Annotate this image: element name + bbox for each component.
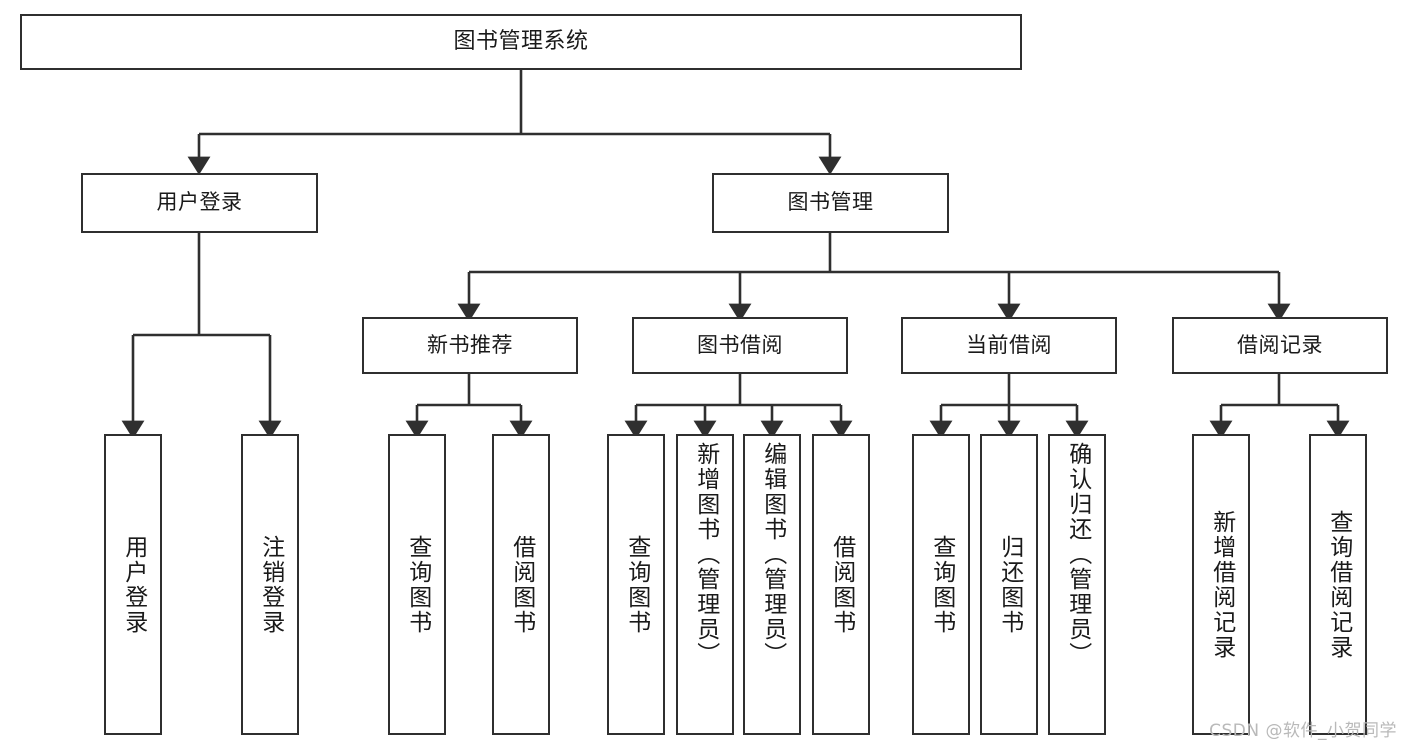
node-label: 编辑图书（管理员） [759, 442, 786, 667]
node-label: 确认归还（管理员） [1064, 442, 1091, 667]
node-new-book-recommend[interactable]: 新书推荐 [362, 317, 578, 374]
leaf-query-book-borrow[interactable]: 查询图书 [607, 434, 665, 735]
node-label: 注销登录 [257, 534, 284, 635]
leaf-borrow-book-recommend[interactable]: 借阅图书 [492, 434, 550, 735]
node-label: 当前借阅 [966, 332, 1052, 357]
leaf-borrow-book[interactable]: 借阅图书 [812, 434, 870, 735]
node-label: 查询图书 [404, 534, 431, 635]
leaf-query-book-current[interactable]: 查询图书 [912, 434, 970, 735]
leaf-confirm-return[interactable]: 确认归还（管理员） [1048, 434, 1106, 735]
node-label: 图书管理 [787, 190, 874, 215]
leaf-user-login[interactable]: 用户登录 [104, 434, 162, 735]
node-label: 用户登录 [120, 534, 147, 635]
node-label: 用户登录 [156, 190, 243, 215]
node-book-borrow[interactable]: 图书借阅 [632, 317, 848, 374]
node-user-login[interactable]: 用户登录 [81, 173, 318, 233]
leaf-add-borrow-record[interactable]: 新增借阅记录 [1192, 434, 1250, 735]
node-book-manage[interactable]: 图书管理 [712, 173, 949, 233]
node-label: 新增图书（管理员） [692, 442, 719, 667]
node-label: 借阅记录 [1237, 332, 1323, 357]
node-current-borrow[interactable]: 当前借阅 [901, 317, 1117, 374]
leaf-query-borrow-record[interactable]: 查询借阅记录 [1309, 434, 1367, 735]
leaf-logout[interactable]: 注销登录 [241, 434, 299, 735]
node-label: 归还图书 [996, 534, 1023, 635]
node-label: 查询图书 [623, 534, 650, 635]
node-label: 查询借阅记录 [1325, 509, 1352, 660]
node-borrow-record[interactable]: 借阅记录 [1172, 317, 1388, 374]
leaf-return-book[interactable]: 归还图书 [980, 434, 1038, 735]
watermark: CSDN @软件_小贺同学 [1209, 721, 1397, 741]
node-label: 图书管理系统 [453, 29, 589, 55]
node-label: 新增借阅记录 [1208, 509, 1235, 660]
node-label: 借阅图书 [508, 534, 535, 635]
node-label: 新书推荐 [427, 332, 513, 357]
node-label: 借阅图书 [828, 534, 855, 635]
leaf-add-book[interactable]: 新增图书（管理员） [676, 434, 734, 735]
node-label: 查询图书 [928, 534, 955, 635]
leaf-edit-book[interactable]: 编辑图书（管理员） [743, 434, 801, 735]
node-label: 图书借阅 [697, 332, 783, 357]
node-root-system[interactable]: 图书管理系统 [20, 14, 1022, 70]
leaf-query-book-recommend[interactable]: 查询图书 [388, 434, 446, 735]
